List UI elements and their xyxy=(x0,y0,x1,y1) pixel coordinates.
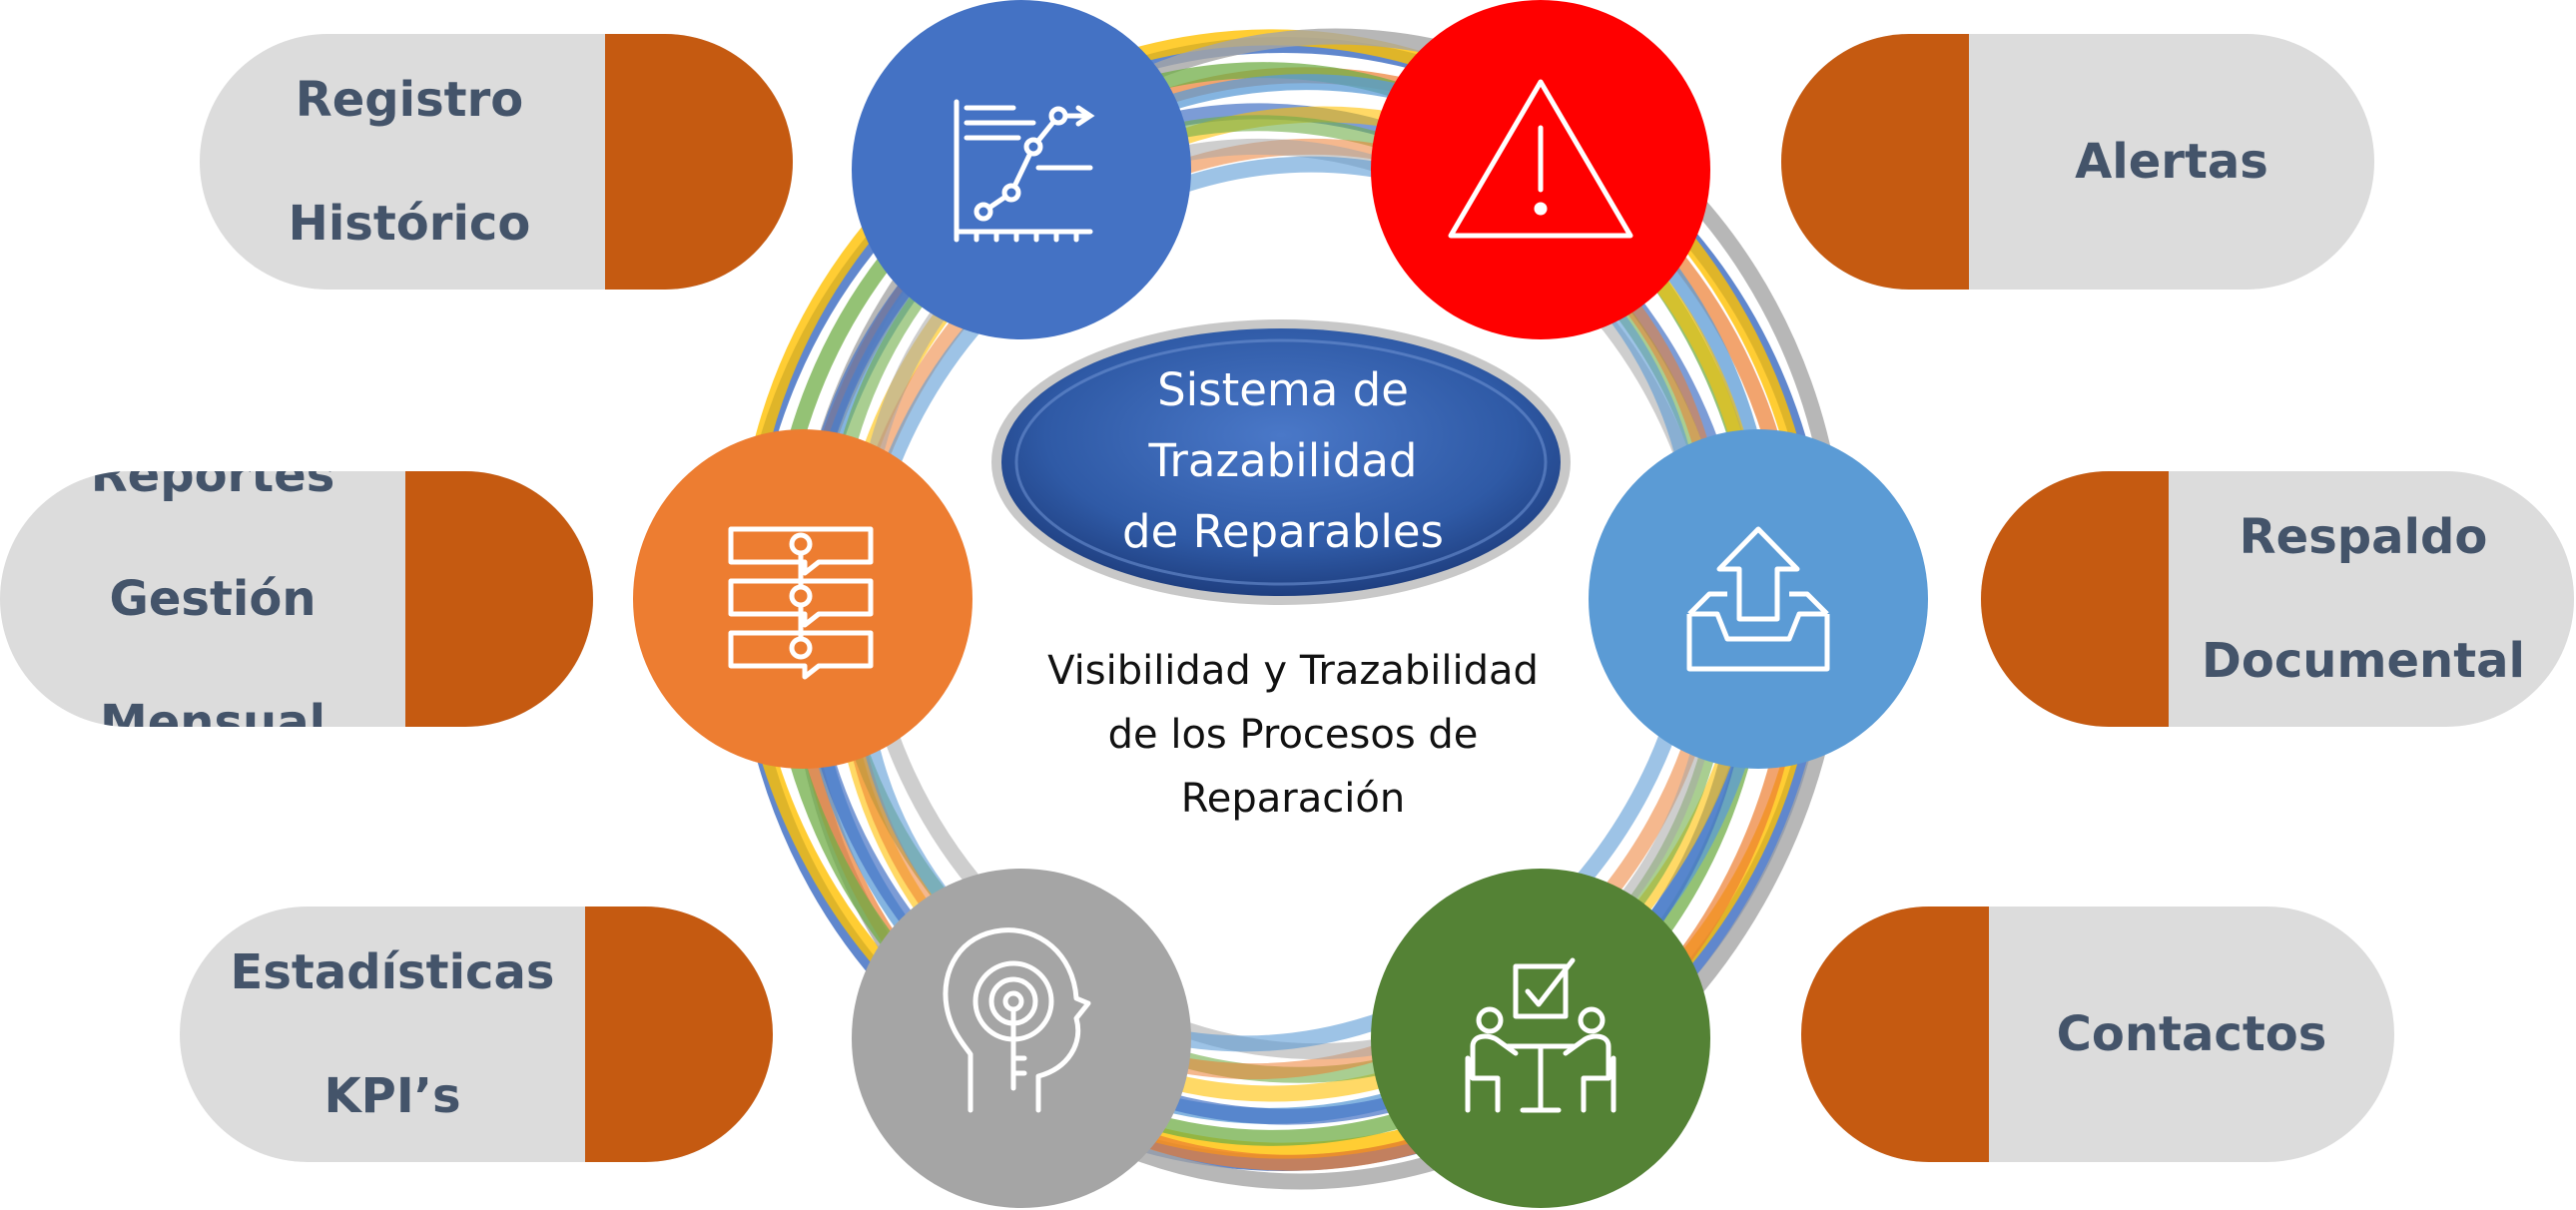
box-label-line: Gestión xyxy=(109,571,317,627)
line-chart-icon xyxy=(954,99,1095,243)
meeting-table-icon xyxy=(1465,957,1616,1113)
box-tab xyxy=(1981,471,2169,727)
box-tab xyxy=(1801,907,1989,1162)
box-label-line: Documental xyxy=(2202,633,2525,689)
node-estadisticas xyxy=(852,869,1191,1208)
warning-triangle-icon xyxy=(1448,79,1633,239)
box-label-line: KPI’s xyxy=(323,1068,461,1124)
upload-tray-icon xyxy=(1686,526,1830,672)
box-label: Alertas xyxy=(1969,34,2374,290)
flowchart-list-icon xyxy=(728,526,874,680)
box-tab xyxy=(1781,34,1969,290)
box-label: Registro Histórico xyxy=(200,34,619,290)
node-reportes xyxy=(633,429,972,769)
box-label: Contactos xyxy=(1989,907,2394,1162)
center-subtitle-line: Visibilidad y Trazabilidad xyxy=(1047,648,1539,694)
box-label-line: Estadísticas xyxy=(230,944,555,1000)
box-label-line: Registro xyxy=(295,72,524,128)
box-label: Estadísticas KPI’s xyxy=(180,907,605,1162)
box-tab xyxy=(605,34,793,290)
box-label-line: Mensual xyxy=(99,695,326,727)
node-registro xyxy=(852,0,1191,339)
node-contactos xyxy=(1371,869,1710,1208)
box-label-line: Contactos xyxy=(2056,1006,2327,1062)
box-label-line: Histórico xyxy=(288,196,531,252)
box-contactos: Contactos xyxy=(1801,907,2394,1162)
center-title-line: Sistema de xyxy=(1157,363,1409,416)
head-key-icon xyxy=(943,927,1091,1113)
box-tab xyxy=(405,471,593,727)
box-alertas: Alertas xyxy=(1781,34,2374,290)
box-estadisticas-kpis: Estadísticas KPI’s xyxy=(180,907,773,1162)
box-reportes-gestion-mensual: Reportes Gestión Mensual xyxy=(0,471,593,727)
box-label: Reportes Gestión Mensual xyxy=(0,471,425,727)
center-ellipse xyxy=(991,319,1571,605)
box-label: Respaldo Documental xyxy=(2153,471,2574,727)
box-registro-historico: Registro Histórico xyxy=(200,34,793,290)
center-title-line: Trazabilidad xyxy=(1148,434,1418,487)
box-label-line: Reportes xyxy=(90,471,335,503)
center-title: Sistema de Trazabilidad de Reparables xyxy=(998,354,1568,567)
box-label-line: Alertas xyxy=(2075,134,2268,190)
center-subtitle-line: Reparación xyxy=(1180,776,1406,822)
node-alertas xyxy=(1371,0,1710,339)
node-respaldo xyxy=(1589,429,1928,769)
box-respaldo-documental: Respaldo Documental xyxy=(1981,471,2574,727)
center-subtitle-line: de los Procesos de xyxy=(1107,712,1479,758)
box-tab xyxy=(585,907,773,1162)
center-title-line: de Reparables xyxy=(1122,505,1444,558)
box-label-line: Respaldo xyxy=(2239,509,2488,565)
center-subtitle: Visibilidad y Trazabilidad de los Proces… xyxy=(988,639,1598,831)
